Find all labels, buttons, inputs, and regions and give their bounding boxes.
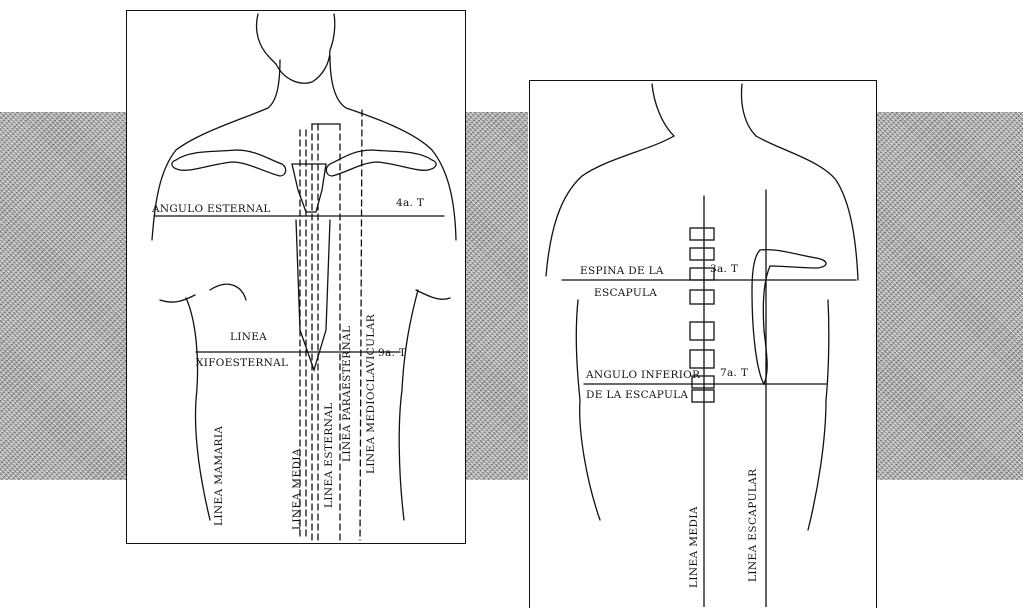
label-de-la-escapula: DE LA ESCAPULA (586, 390, 688, 401)
label-xifoesternal: XIFOESTERNAL (196, 358, 288, 369)
front-figure-outline (152, 14, 456, 520)
label-linea-paraesternal: LINEA PARAESTERNAL (342, 326, 353, 462)
label-linea-medioclavicular: LINEA MEDIOCLAVICULAR (366, 314, 377, 474)
label-angulo-esternal: ANGULO ESTERNAL (152, 204, 271, 215)
label-linea-mamaria: LINEA MAMARIA (214, 426, 225, 526)
label-escapula: ESCAPULA (594, 288, 657, 299)
label-espina-de-la: ESPINA DE LA (580, 266, 664, 277)
scapula (752, 250, 826, 384)
label-9a-t: 9a. T (378, 348, 406, 359)
label-4a-t: 4a. T (396, 198, 424, 209)
label-linea: LINEA (230, 332, 267, 343)
label-7a-t: 7a. T (720, 368, 748, 379)
label-linea-media-back: LINEA MEDIA (689, 506, 700, 588)
label-3a-t: 3a. T (710, 264, 738, 275)
label-angulo-inferior: ANGULO INFERIOR (586, 370, 700, 381)
label-linea-escapular: LINEA ESCAPULAR (748, 468, 759, 582)
back-figure-outline (546, 84, 858, 530)
label-linea-esternal: LINEA ESTERNAL (324, 402, 335, 508)
label-linea-media-front: LINEA MEDIA (292, 448, 303, 530)
